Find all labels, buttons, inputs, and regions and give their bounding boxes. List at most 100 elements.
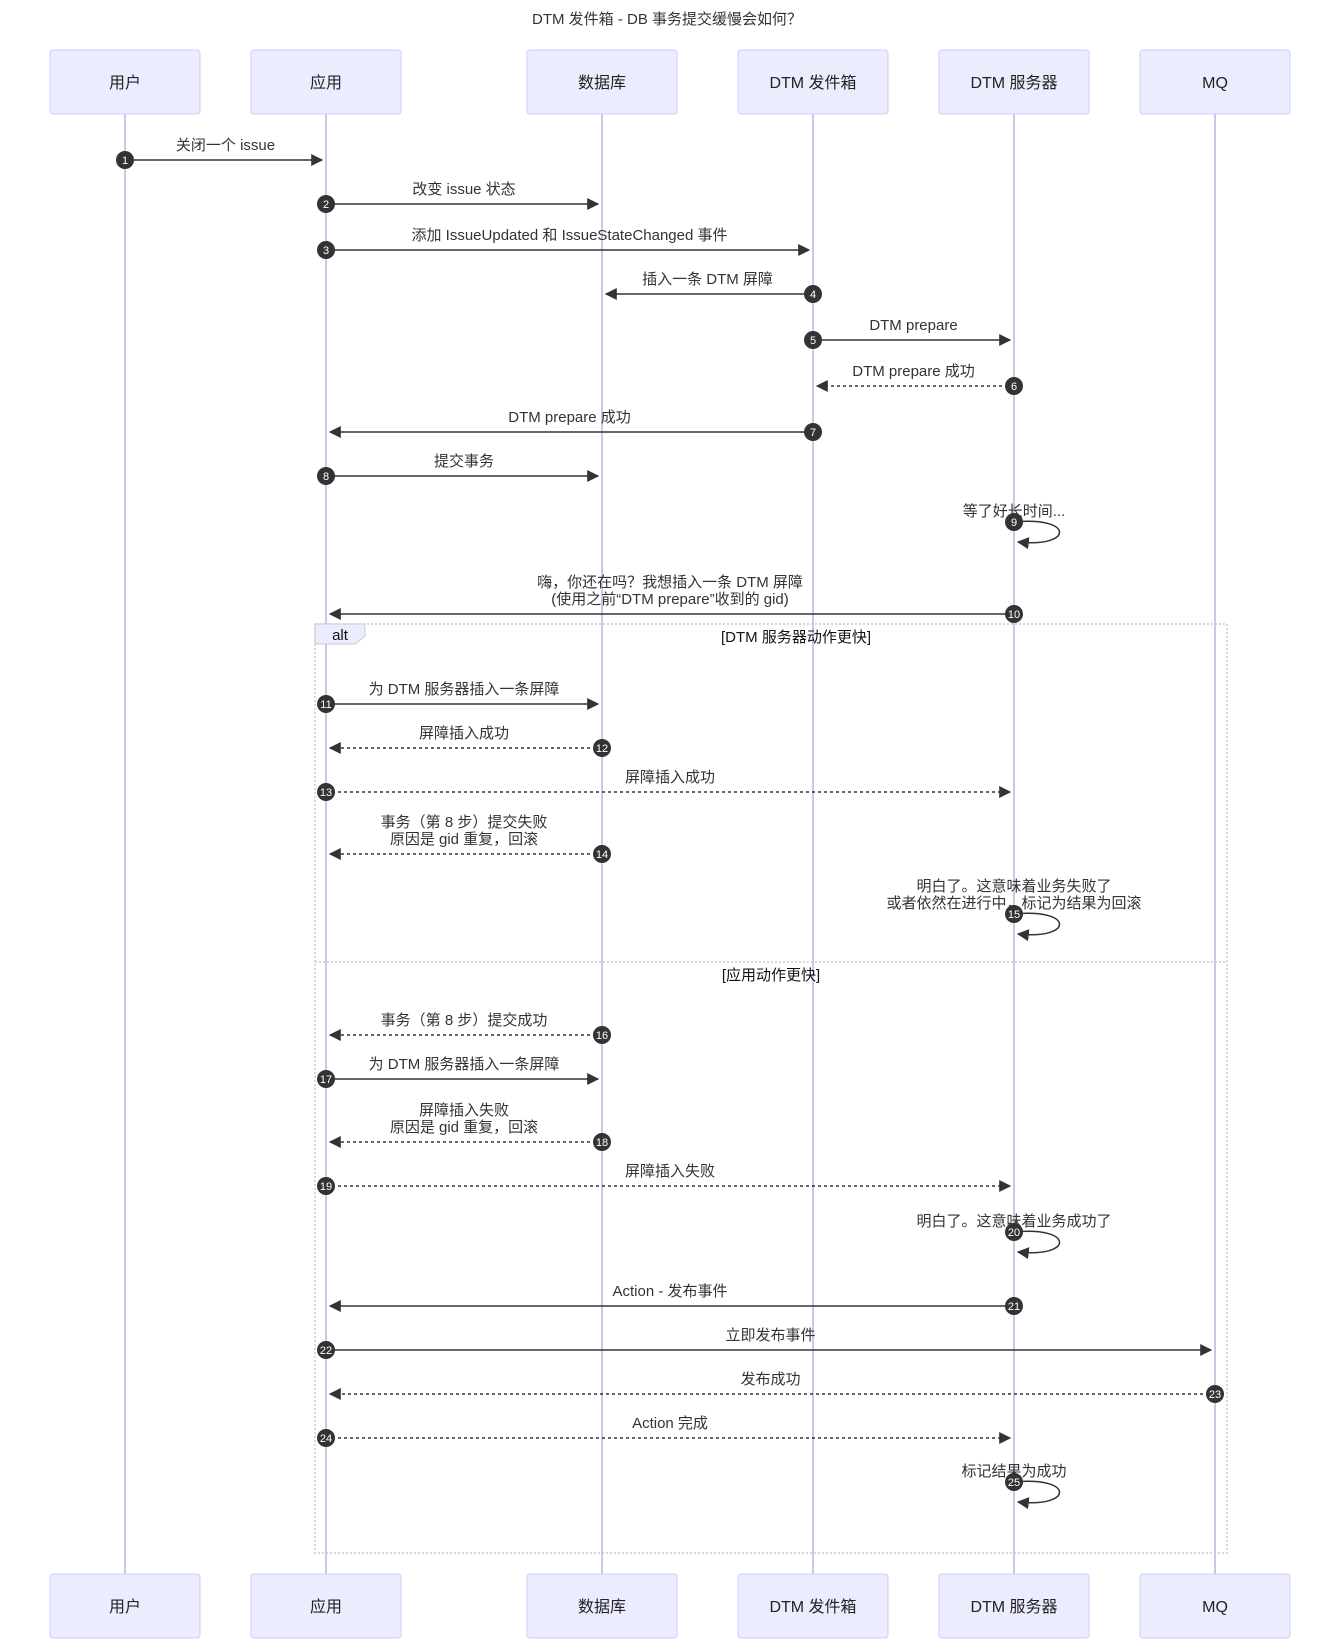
step-badge xyxy=(804,331,822,349)
message-label: 为 DTM 服务器插入一条屏障 xyxy=(369,680,560,698)
actor-user-bottom: 用户 xyxy=(49,1573,201,1639)
step-number: 24 xyxy=(320,1433,332,1445)
message-23: 发布成功 23 xyxy=(328,1371,1224,1403)
step-number: 14 xyxy=(596,849,608,861)
step-badge xyxy=(593,739,611,757)
actor-box xyxy=(526,49,678,115)
message-label: 标记结果为成功 xyxy=(961,1463,1066,1480)
actor-box xyxy=(49,49,201,115)
step-number: 3 xyxy=(323,245,329,257)
message-label: 发布成功 xyxy=(740,1371,800,1388)
lifelines xyxy=(124,114,1216,1574)
actor-label: 用户 xyxy=(109,74,141,92)
alt-condition: [DTM 服务器动作更快] xyxy=(721,629,871,646)
step-number: 15 xyxy=(1008,909,1020,921)
actor-label: DTM 服务器 xyxy=(970,1598,1057,1616)
actor-app-bottom: 应用 xyxy=(250,1573,402,1639)
actor-label: DTM 发件箱 xyxy=(769,74,856,92)
message-label: 嗨，你还在吗？我想插入一条 DTM 屏障 xyxy=(537,573,803,591)
step-badge xyxy=(317,1429,335,1447)
actor-server-top: DTM 服务器 xyxy=(938,49,1090,115)
actors-top: 用户 应用 数据库 DTM 发件箱 DTM 服务器 MQ xyxy=(49,49,1291,115)
message-label: 关闭一个 issue xyxy=(176,137,275,154)
step-number: 18 xyxy=(596,1137,608,1149)
actor-label: 应用 xyxy=(310,73,342,92)
message-label: 原因是 gid 重复，回滚 xyxy=(390,830,538,848)
actor-label: 应用 xyxy=(310,1597,342,1616)
actor-box xyxy=(938,49,1090,115)
actor-box xyxy=(737,1573,889,1639)
step-number: 4 xyxy=(810,289,816,301)
message-1: 关闭一个 issue 1 xyxy=(116,137,324,169)
step-badge xyxy=(317,241,335,259)
step-number: 23 xyxy=(1209,1389,1221,1401)
step-badge xyxy=(1005,605,1023,623)
message-label: DTM prepare 成功 xyxy=(852,363,975,380)
step-number: 10 xyxy=(1008,609,1020,621)
step-number: 12 xyxy=(596,743,608,755)
step-number: 11 xyxy=(320,699,331,711)
step-badge xyxy=(317,195,335,213)
actor-server-bottom: DTM 服务器 xyxy=(938,1573,1090,1639)
actor-db-top: 数据库 xyxy=(526,49,678,115)
step-badge xyxy=(116,151,134,169)
message-label: 屏障插入失败 xyxy=(625,1162,715,1180)
message-13: 屏障插入成功 13 xyxy=(317,768,1012,801)
step-number: 1 xyxy=(122,155,128,167)
step-number: 6 xyxy=(1011,381,1017,393)
actor-app-top: 应用 xyxy=(250,49,402,115)
actor-box xyxy=(250,49,402,115)
message-label: 屏障插入成功 xyxy=(625,768,715,786)
message-label: 屏障插入成功 xyxy=(419,724,509,742)
message-2: 改变 issue 状态2 xyxy=(317,181,600,213)
self-loop-arrow xyxy=(1013,1230,1061,1260)
step-badge xyxy=(593,1026,611,1044)
actor-box xyxy=(1139,1573,1291,1639)
message-label: 明白了。这意味着业务成功了 xyxy=(916,1212,1111,1230)
actor-outbox-top: DTM 发件箱 xyxy=(737,49,889,115)
message-9: 等了好长时间...9 xyxy=(963,502,1066,550)
message-label: 等了好长时间... xyxy=(963,502,1066,520)
actor-label: MQ xyxy=(1202,75,1228,92)
actor-db-bottom: 数据库 xyxy=(526,1573,678,1639)
step-badge xyxy=(593,1133,611,1151)
step-badge xyxy=(1005,1223,1023,1241)
message-label: (使用之前“DTM prepare”收到的 gid) xyxy=(551,591,789,608)
step-badge xyxy=(1005,905,1023,923)
actor-label: 数据库 xyxy=(578,74,626,92)
message-11: 为 DTM 服务器插入一条屏障 11 xyxy=(317,680,600,713)
message-7: DTM prepare 成功 7 xyxy=(328,409,822,441)
step-badge xyxy=(317,783,335,801)
step-number: 25 xyxy=(1008,1477,1020,1489)
message-label: DTM prepare 成功 xyxy=(508,409,631,426)
message-label: 或者依然在进行中，标记为结果为回滚 xyxy=(886,895,1141,912)
message-label: Action 完成 xyxy=(632,1415,708,1432)
actor-box xyxy=(526,1573,678,1639)
actor-mq-bottom: MQ xyxy=(1139,1573,1291,1639)
alt-condition: [应用动作更快] xyxy=(722,966,820,984)
actor-label: 用户 xyxy=(109,1598,141,1616)
step-number: 13 xyxy=(320,787,332,799)
message-4: 插入一条 DTM 屏障4 xyxy=(604,270,822,303)
actor-mq-top: MQ xyxy=(1139,49,1291,115)
actor-label: DTM 发件箱 xyxy=(769,1598,856,1616)
message-label: 事务（第 8 步）提交成功 xyxy=(381,1011,548,1029)
step-number: 8 xyxy=(323,471,329,483)
diagram-title: DTM 发件箱 - DB 事务提交缓慢会如何？ xyxy=(532,10,802,28)
actor-box xyxy=(1139,49,1291,115)
step-badge xyxy=(317,695,335,713)
message-label: 提交事务 xyxy=(434,452,494,470)
step-badge xyxy=(804,423,822,441)
actor-label: MQ xyxy=(1202,1599,1228,1616)
step-number: 7 xyxy=(810,427,816,439)
step-number: 5 xyxy=(810,335,816,347)
step-badge xyxy=(1005,1297,1023,1315)
step-number: 2 xyxy=(323,199,329,211)
message-8: 提交事务 8 xyxy=(317,452,600,485)
